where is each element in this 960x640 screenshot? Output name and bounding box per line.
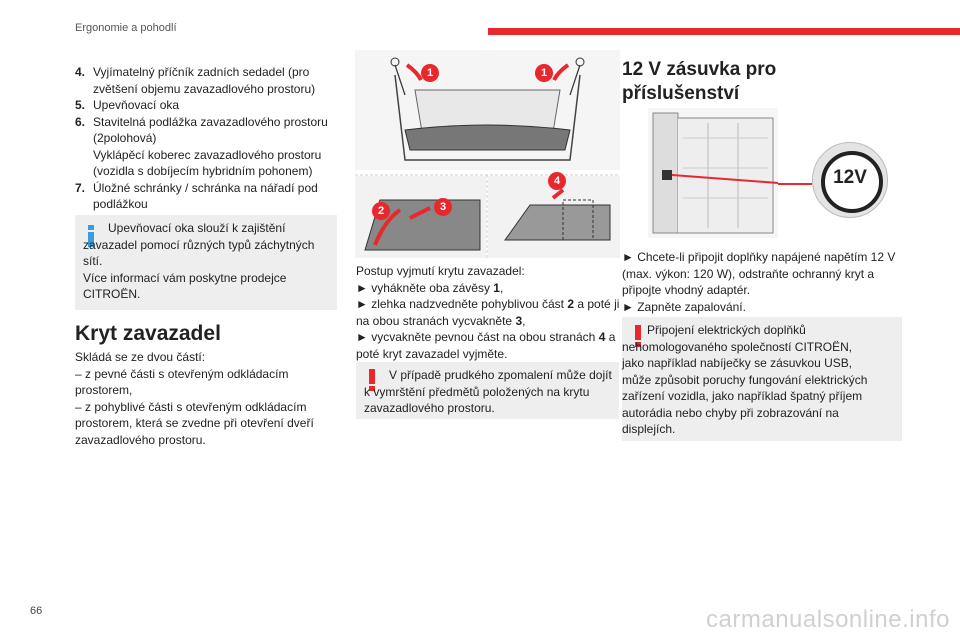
section-title-kryt: Kryt zavazadel: [75, 322, 221, 345]
socket-label: 12V: [833, 167, 867, 188]
step-item: ► zlehka nadzvedněte pohyblivou část 2 a…: [356, 297, 620, 328]
steps-intro: Postup vyjmutí krytu zavazadel:: [356, 264, 525, 278]
warning-icon: [635, 325, 641, 347]
body-line: – z pohyblivé části s otevřeným odkládac…: [75, 399, 314, 447]
callout-marker: 2: [372, 202, 390, 220]
socket-leader-line: [778, 183, 812, 185]
component-list: 4.Vyjímatelný příčník zadních sedadel (p…: [75, 64, 335, 213]
callout-marker: 1: [535, 64, 553, 82]
warning-box-text: V případě prudkého zpomalení může dojít …: [364, 368, 612, 415]
callout-marker: 3: [434, 198, 452, 216]
kryt-body: Skládá se ze dvou částí: – z pevné části…: [75, 349, 337, 448]
trunk-cover-illustration: 1 1 2 3 4: [355, 50, 620, 258]
list-item: Vyklápěcí koberec zavazadlového prostoru…: [93, 147, 322, 179]
list-item: 6.Stavitelná podlážka zavazadlového pros…: [75, 114, 328, 146]
warning-icon: [369, 369, 375, 391]
removal-steps: Postup vyjmutí krytu zavazadel: ► vyhákn…: [356, 263, 620, 362]
left-column: 4.Vyjímatelný příčník zadních sedadel (p…: [75, 64, 335, 213]
callout-marker: 4: [548, 172, 566, 190]
info-box-text: Upevňovací oka slouží k zajištění zavaza…: [83, 221, 315, 301]
body-line: ► Chcete-li připojit doplňky napájené na…: [622, 250, 896, 297]
step-item: ► vycvakněte pevnou část na obou stranác…: [356, 330, 616, 361]
watermark: carmanualsonline.info: [706, 606, 950, 633]
socket-body: ► Chcete-li připojit doplňky napájené na…: [622, 249, 902, 315]
section-title-12v: 12 V zásuvka pro příslušenství: [622, 59, 777, 104]
header-accent-bar: [488, 28, 960, 35]
callout-marker: 1: [421, 64, 439, 82]
warning-box-text: Připojení elektrických doplňků nehomolog…: [622, 323, 868, 436]
socket-12v-icon: 12V: [812, 142, 888, 218]
socket-illustration: [648, 108, 778, 238]
warning-box-accessories: Připojení elektrických doplňků nehomolog…: [622, 317, 902, 441]
body-line: – z pevné části s otevřeným odkládacím p…: [75, 366, 289, 398]
page-number: 66: [30, 605, 43, 617]
list-item: 4.Vyjímatelný příčník zadních sedadel (p…: [75, 65, 316, 96]
list-item: 5.Upevňovací oka: [75, 98, 180, 112]
trunk-cover-drawing: [355, 50, 620, 258]
info-box: Upevňovací oka slouží k zajištění zavaza…: [75, 215, 337, 310]
trunk-side-drawing: [648, 108, 778, 238]
body-line: ► Zapněte zapalování.: [622, 299, 746, 314]
warning-box-cover: V případě prudkého zpomalení může dojít …: [356, 362, 619, 419]
section-header: Ergonomie a pohodlí: [75, 22, 177, 34]
list-item: 7.Úložné schránky / schránka na nářadí p…: [75, 180, 318, 212]
step-item: ► vyhákněte oba závěsy 1,: [356, 280, 504, 295]
body-line: Skládá se ze dvou částí:: [75, 350, 206, 364]
info-icon: [88, 225, 94, 247]
